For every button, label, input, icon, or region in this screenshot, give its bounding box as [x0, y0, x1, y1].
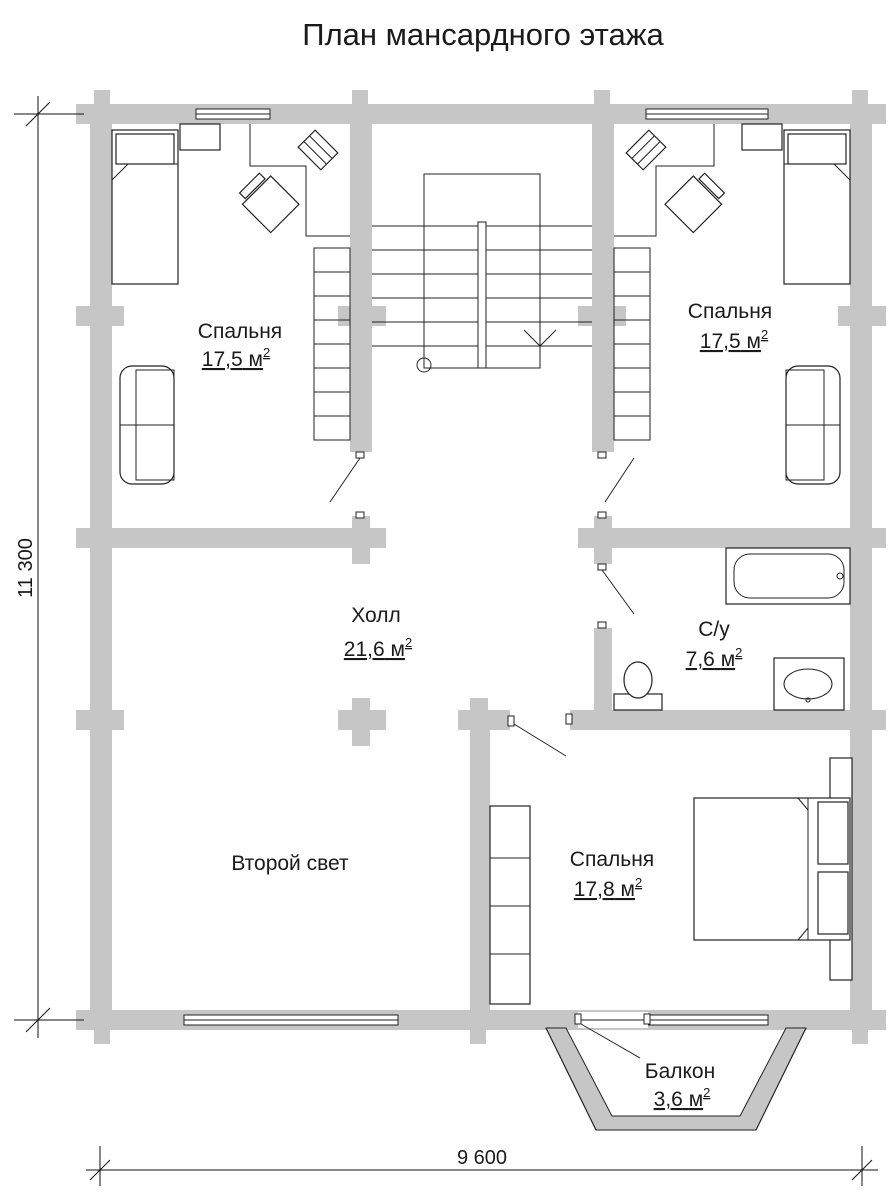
staircase: [249, 124, 715, 441]
computer-icon: [625, 129, 667, 171]
wall-bathroom-bottom: [570, 710, 886, 730]
balcony: [545, 1027, 807, 1131]
computer-icon: [297, 129, 339, 171]
furniture-left-bedroom: [111, 123, 339, 485]
room-name-bedroom-bottom: Спальня: [570, 848, 654, 871]
doors: [329, 451, 651, 1059]
dimension-width: 9 600: [457, 1147, 507, 1169]
wall-bedroom-left-bottom: [76, 528, 386, 548]
wall-bedroom-right-bottom: [578, 528, 886, 548]
room-name-bedroom-right: Спальня: [688, 300, 772, 323]
room-area-bedroom-left: 17,5 м2: [202, 345, 270, 371]
wall-outer-right: [850, 104, 872, 1030]
room-name-second-light: Второй свет: [231, 852, 349, 875]
furniture-bathroom: [613, 547, 851, 711]
wardrobe-icon: [489, 805, 531, 1005]
room-area-balcony: 3,6 м2: [654, 1085, 711, 1111]
dimension-height: 11 300: [15, 538, 37, 598]
room-area-bedroom-right: 17,5 м2: [700, 327, 768, 353]
room-name-bedroom-left: Спальня: [198, 320, 282, 343]
wall-bathroom-left: [594, 628, 612, 728]
room-labels: Спальня 17,5 м2 Спальня 17,5 м2 Холл 21,…: [198, 300, 772, 1111]
wall-stair-right: [592, 104, 614, 452]
room-name-balcony: Балкон: [645, 1060, 715, 1083]
desk-chair-icon: [238, 172, 300, 234]
desk-chair-icon: [664, 172, 726, 234]
room-name-hall: Холл: [351, 604, 401, 627]
wall-stair-left: [350, 104, 372, 452]
room-area-hall: 21,6 м2: [344, 635, 412, 661]
windows: [183, 108, 769, 1028]
furniture-right-bedroom: [625, 123, 851, 485]
room-area-bathroom: 7,6 м2: [686, 645, 743, 671]
plan-title: План мансардного этажа: [302, 17, 664, 52]
wall-second-light-right: [470, 710, 490, 1030]
furniture-bottom-bedroom: [489, 757, 853, 1005]
bathtub-icon: [725, 547, 851, 605]
wall-outer-left: [90, 104, 112, 1030]
room-name-bathroom: С/у: [698, 618, 730, 641]
room-area-bedroom-bottom: 17,8 м2: [574, 875, 642, 901]
dimension-lines: 11 300 9 600: [14, 96, 878, 1186]
